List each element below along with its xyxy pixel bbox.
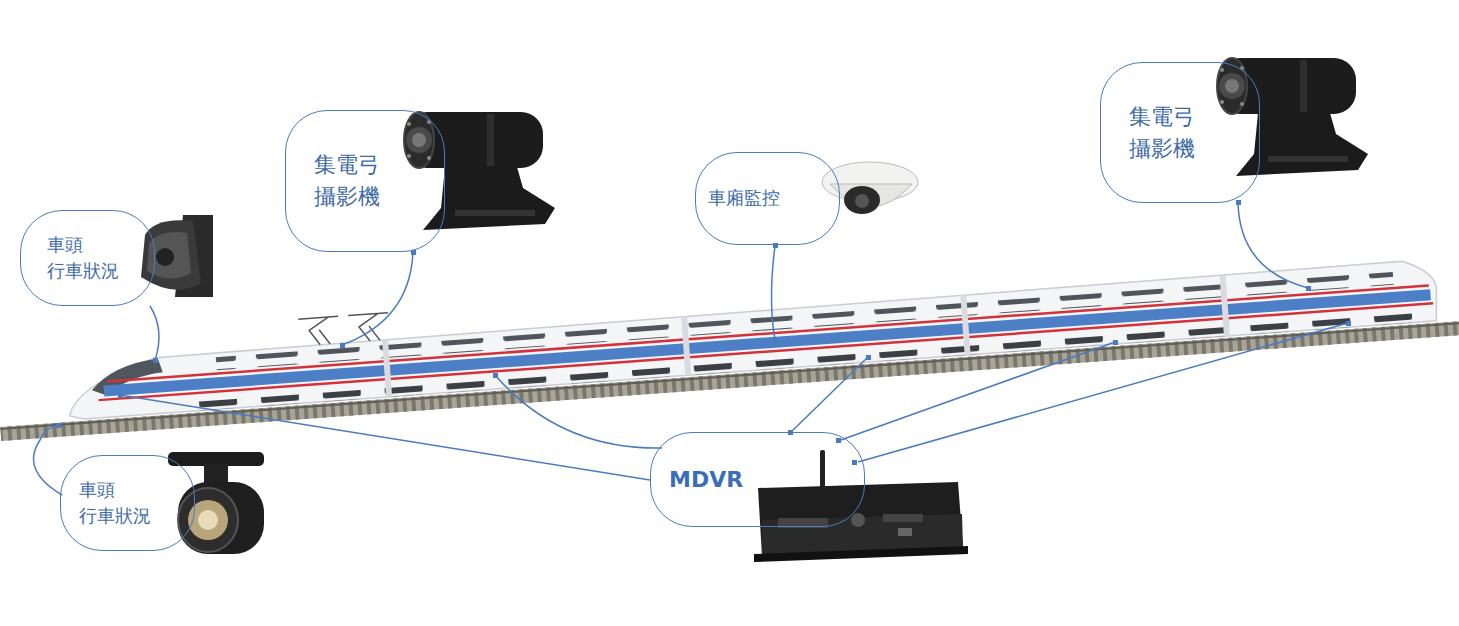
pantograph-camera <box>404 112 555 230</box>
windows <box>216 272 1394 370</box>
callout-bubble: MDVR <box>650 432 865 527</box>
car-joints <box>385 275 1227 397</box>
callout-bubble: 集電弓 攝影機 <box>285 110 445 252</box>
train-body <box>66 259 1439 420</box>
device-label: MDVR <box>669 464 743 496</box>
camera-label: 車廂監控 <box>708 185 780 211</box>
callout-bubble: 車頭 行車狀況 <box>60 455 195 551</box>
callout-bubble: 車頭 行車狀況 <box>20 210 155 306</box>
camera-label: 集電弓 攝影機 <box>1129 101 1195 165</box>
pantograph-camera <box>1217 58 1368 176</box>
callout-bubble: 集電弓 攝影機 <box>1100 62 1260 203</box>
red-line <box>99 302 1434 401</box>
pantograph <box>298 313 390 346</box>
front-camera <box>168 452 264 554</box>
mdvr-device <box>754 450 968 562</box>
wiring <box>34 203 1348 495</box>
camera-label: 車頭 行車狀況 <box>79 477 151 529</box>
camera-label: 車頭 行車狀況 <box>47 232 119 284</box>
wiring-dots <box>56 200 1351 465</box>
dome-camera <box>822 162 918 214</box>
camera-label: 集電弓 攝影機 <box>314 149 380 213</box>
train <box>0 233 1459 441</box>
callout-bubble: 車廂監控 <box>695 152 840 245</box>
blue-stripe <box>104 289 1431 396</box>
front-camera <box>141 215 213 297</box>
